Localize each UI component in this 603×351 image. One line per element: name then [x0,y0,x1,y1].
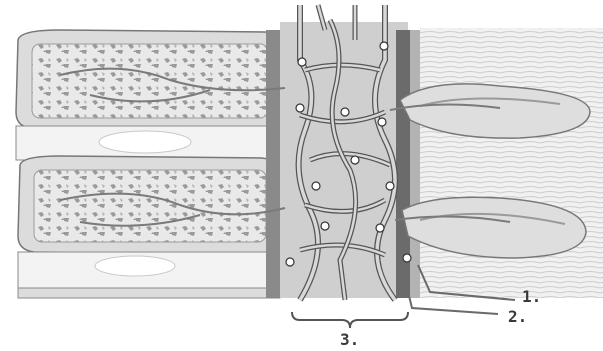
label-1: 1. [522,287,541,306]
vertebral-body-lower-edge [18,288,280,298]
vertebral-body-middle [18,156,280,254]
intervertebral-disc-upper [16,126,280,160]
anterior-ligament-band [266,30,280,298]
intervertebral-disc-lower [18,252,280,288]
vertebral-body-upper [16,30,282,130]
label-2: 2. [508,307,527,326]
label-3: 3. [340,330,359,349]
